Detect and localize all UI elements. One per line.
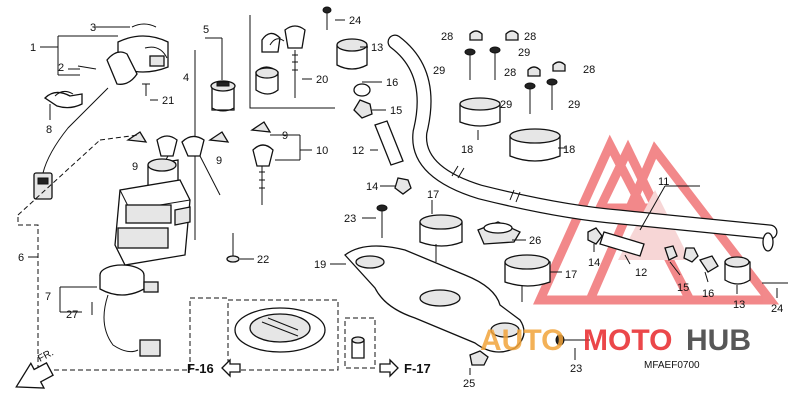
callout-28-a: 28 bbox=[441, 31, 453, 43]
callout-9-left: 9 bbox=[132, 161, 138, 173]
callout-27: 27 bbox=[66, 309, 78, 321]
callout-28-d: 28 bbox=[583, 64, 595, 76]
callout-18-left: 18 bbox=[461, 144, 473, 156]
watermark-part2: MOTO bbox=[583, 324, 672, 357]
callout-2: 2 bbox=[58, 62, 64, 74]
callout-16-right: 16 bbox=[702, 288, 714, 300]
callout-28-c: 28 bbox=[504, 67, 516, 79]
ignition-switch-body bbox=[114, 158, 191, 266]
bar-end-parts bbox=[587, 227, 788, 285]
callout-13-top: 13 bbox=[371, 42, 383, 54]
callout-25: 25 bbox=[463, 378, 475, 390]
callout-19: 19 bbox=[314, 259, 326, 271]
handlebar-upper-holders bbox=[459, 97, 561, 162]
front-direction-arrow bbox=[15, 361, 54, 389]
handlebar-tube bbox=[387, 34, 778, 252]
immobilizer-antenna bbox=[91, 264, 161, 357]
callout-16-top: 16 bbox=[386, 77, 398, 89]
ref-f17: F-17 bbox=[404, 361, 431, 376]
callout-6: 6 bbox=[18, 252, 24, 264]
callout-26: 26 bbox=[529, 235, 541, 247]
callout-13-right: 13 bbox=[733, 299, 745, 311]
fuel-cap-region bbox=[227, 299, 376, 371]
top-bridge bbox=[344, 245, 590, 366]
handlebar-lower-holders bbox=[376, 204, 551, 302]
center-small-parts bbox=[322, 6, 412, 195]
arrow-f16 bbox=[221, 358, 241, 378]
watermark-text: AUTO MOTO HUB bbox=[480, 324, 751, 357]
callout-9-mid: 9 bbox=[216, 155, 222, 167]
callout-29-b: 29 bbox=[518, 47, 530, 59]
callout-28-b: 28 bbox=[524, 31, 536, 43]
callout-29-c: 29 bbox=[500, 99, 512, 111]
callout-15-right: 15 bbox=[677, 282, 689, 294]
callout-24-top: 24 bbox=[349, 15, 361, 27]
watermark-part1: AUTO bbox=[480, 324, 564, 357]
callout-4: 4 bbox=[183, 72, 189, 84]
callout-12-right: 12 bbox=[635, 267, 647, 279]
key-set-box bbox=[249, 15, 335, 109]
callout-18-right: 18 bbox=[563, 144, 575, 156]
callout-12-left: 12 bbox=[352, 145, 364, 157]
diagram-code: MFAEF0700 bbox=[644, 360, 700, 371]
callout-8: 8 bbox=[46, 124, 52, 136]
callout-10: 10 bbox=[316, 145, 328, 157]
front-label: FR. bbox=[36, 347, 55, 364]
callout-3: 3 bbox=[90, 22, 96, 34]
callout-22: 22 bbox=[257, 254, 269, 266]
callout-5: 5 bbox=[203, 24, 209, 36]
key-blanks-group bbox=[126, 121, 274, 205]
ref-f16: F-16 bbox=[187, 361, 214, 376]
callout-29-a: 29 bbox=[433, 65, 445, 77]
callout-17-left: 17 bbox=[427, 189, 439, 201]
callout-14-left: 14 bbox=[366, 181, 378, 193]
callout-15-top: 15 bbox=[390, 105, 402, 117]
key-cylinder-group bbox=[210, 80, 236, 112]
upper-holder-bolts bbox=[464, 30, 566, 114]
bolt-22 bbox=[226, 233, 240, 263]
callout-24-right: 24 bbox=[771, 303, 783, 315]
callout-1: 1 bbox=[30, 42, 36, 54]
callout-20: 20 bbox=[316, 74, 328, 86]
callout-21: 21 bbox=[162, 95, 174, 107]
callout-23-top: 23 bbox=[344, 213, 356, 225]
callout-7: 7 bbox=[45, 291, 51, 303]
arrow-f17 bbox=[379, 358, 399, 378]
ignition-cover-group bbox=[33, 23, 169, 200]
callout-14-right: 14 bbox=[588, 257, 600, 269]
callout-29-d: 29 bbox=[568, 99, 580, 111]
callout-9-right: 9 bbox=[282, 130, 288, 142]
callout-23-bottom: 23 bbox=[570, 363, 582, 375]
callout-17-right: 17 bbox=[565, 269, 577, 281]
callout-lines-top-left bbox=[40, 26, 158, 120]
watermark-part3: HUB bbox=[686, 324, 751, 357]
callout-11: 11 bbox=[658, 176, 669, 188]
